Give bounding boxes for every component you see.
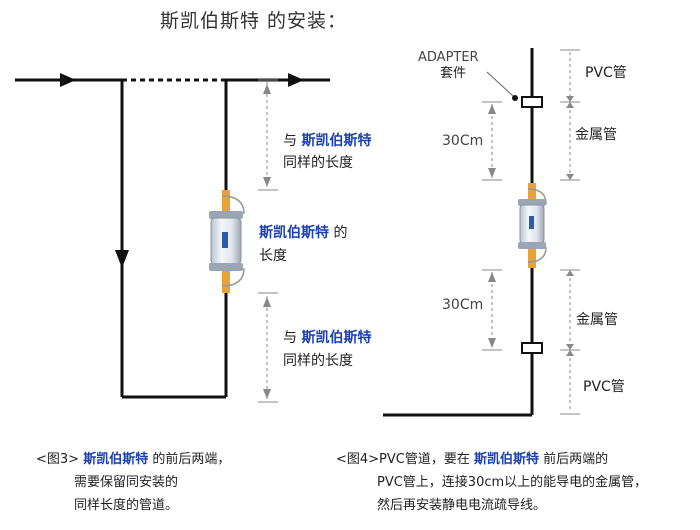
fig3-bottom-brand: 斯凯伯斯特 — [301, 330, 372, 346]
dimension-top — [258, 79, 278, 191]
caption-fig4-brand: 斯凯伯斯特 — [474, 452, 540, 467]
metal-bottom-label: 金属管 — [576, 312, 618, 328]
figure-3 — [15, 73, 330, 403]
pvc-top-label: PVC管 — [585, 65, 627, 81]
adapter-label-line2: 套件 — [440, 66, 467, 81]
flow-arrow-left — [60, 73, 76, 87]
fig3-top-label-pre: 与 — [283, 133, 297, 149]
static-eliminator-device — [209, 190, 245, 293]
caption-fig3-prefix: <图3> — [36, 452, 80, 467]
fig3-center-brand: 斯凯伯斯特 — [259, 225, 329, 241]
dimension-30cm-top — [482, 101, 502, 181]
dimension-30cm-bottom — [482, 269, 502, 351]
adapter-pointer — [486, 71, 514, 97]
fig3-bottom-label-pre: 与 — [283, 330, 297, 346]
fig3-bottom-label-line2: 同样的长度 — [283, 353, 353, 369]
fig3-top-brand: 斯凯伯斯特 — [301, 133, 372, 149]
static-eliminator-device-2 — [518, 183, 547, 268]
adapter-top — [521, 96, 543, 108]
adapter-bottom — [521, 342, 543, 354]
caption-fig3-line2: 需要保留同安装的 — [74, 475, 179, 490]
fig3-center-label: 斯凯伯斯特 的 — [259, 224, 347, 242]
dim-bottom-label: 30Cm — [442, 297, 484, 313]
flow-arrow-down — [115, 250, 129, 268]
adapter-label-line1: ADAPTER — [418, 50, 479, 65]
pvc-bottom-label: PVC管 — [583, 379, 625, 395]
dimension-bottom — [258, 292, 278, 403]
caption-fig4-prefix: <图4>PVC管道，要在 — [336, 452, 470, 467]
caption-fig4-line3: 然后再安装静电电流疏导线。 — [377, 498, 547, 513]
fig3-center-label-post: 的 — [333, 225, 348, 241]
caption-fig4-line1: <图4>PVC管道，要在 斯凯伯斯特 前后两端的 — [336, 449, 608, 471]
fig3-top-label: 与 斯凯伯斯特 — [283, 132, 371, 150]
caption-fig3-after-brand: 的前后两端， — [152, 452, 231, 467]
figure-4 — [383, 48, 580, 417]
caption-fig3-line1: <图3> 斯凯伯斯特 的前后两端， — [36, 449, 230, 471]
caption-fig3-line3: 同样长度的管道。 — [74, 498, 179, 513]
fig3-top-label-line2: 同样的长度 — [283, 155, 353, 171]
fig3-center-label-line2: 长度 — [259, 248, 287, 264]
caption-fig3-brand: 斯凯伯斯特 — [83, 452, 149, 467]
caption-fig4-after-brand: 前后两端的 — [543, 452, 609, 467]
metal-top-label: 金属管 — [575, 127, 617, 143]
dim-top-label: 30Cm — [442, 133, 484, 149]
page-title: 斯凯伯斯特 的安装： — [160, 10, 348, 32]
caption-fig4-line2: PVC管上，连接30cm以上的能导电的金属管， — [377, 475, 648, 490]
fig3-bottom-label: 与 斯凯伯斯特 — [283, 329, 371, 347]
flow-arrow-right — [288, 73, 304, 87]
